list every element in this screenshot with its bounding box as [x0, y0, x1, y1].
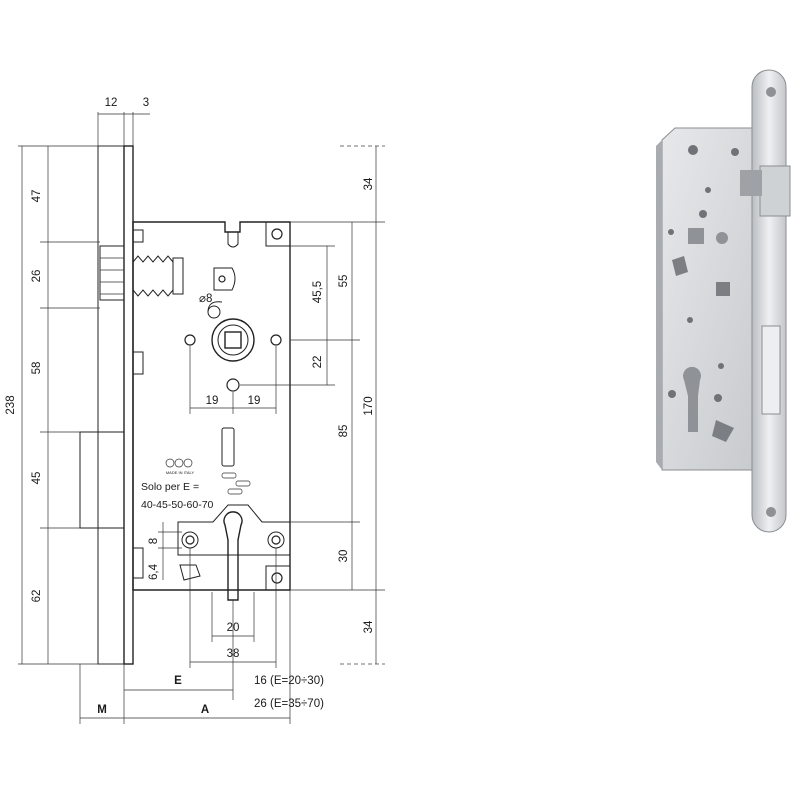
- case-screw-bottom: [265, 565, 291, 591]
- indicator-slot: [235, 480, 251, 487]
- dim-left-45: 45: [31, 472, 43, 485]
- dim-right-45-5: 45,5: [312, 281, 324, 303]
- key-hole: [226, 378, 240, 392]
- dim-left-47: 47: [31, 190, 43, 203]
- case-screw-top: [265, 221, 291, 247]
- spindle-hub: [207, 301, 255, 362]
- handle-screw-hole-left: [184, 334, 196, 346]
- photo-faceplate: [751, 69, 787, 533]
- dim-total-height: 238: [5, 395, 17, 414]
- dim-note-2: 26 (E=35÷70): [254, 698, 324, 710]
- lock-product-photo: [656, 69, 791, 533]
- dim-right-170: 170: [363, 396, 375, 415]
- dim-right-22: 22: [312, 356, 324, 369]
- lock-case: [132, 221, 291, 591]
- dim-right-85: 85: [338, 425, 350, 438]
- dim-spindle-hole: ⌀8: [199, 293, 212, 305]
- handle-screw-hole-right: [270, 334, 282, 346]
- dim-backset-a: A: [201, 704, 209, 716]
- dim-left-58: 58: [31, 362, 43, 375]
- dim-left-62: 62: [31, 590, 43, 603]
- indicator-slot: [227, 488, 243, 495]
- small-lever: [179, 564, 201, 581]
- dim-backset-e: E: [174, 675, 182, 687]
- deadbolt: [79, 431, 125, 529]
- photo-deadbolt: [761, 325, 781, 415]
- dim-faceplate-width: 12: [105, 97, 118, 109]
- dim-faceplate-m: M: [97, 704, 107, 716]
- solo-per-label: Solo per E =: [141, 481, 199, 493]
- faceplate-tab: [132, 351, 144, 375]
- made-in-text: MADE IN ITALY: [166, 470, 195, 475]
- cylinder-cutout: [177, 504, 291, 556]
- top-notch: [227, 232, 239, 248]
- dim-cylinder-offset: 6,4: [148, 563, 160, 580]
- dim-right-55: 55: [338, 275, 350, 288]
- dim-right-30: 30: [338, 550, 350, 563]
- dim-right-bottom-34: 34: [363, 620, 375, 633]
- dim-faceplate-thickness: 3: [143, 97, 149, 109]
- faceplate-inner: [97, 145, 125, 665]
- dim-spindle-right: 19: [248, 395, 261, 407]
- dim-right-top-34: 34: [363, 177, 375, 190]
- faceplate-tab: [132, 547, 144, 579]
- dim-left-26: 26: [31, 270, 43, 283]
- faceplate: [123, 145, 134, 665]
- dim-spindle-left: 19: [206, 395, 219, 407]
- slot: [221, 427, 235, 467]
- brand-logo: [165, 458, 193, 468]
- dim-note-1: 16 (E=20÷30): [254, 675, 324, 687]
- indicator-slot: [221, 472, 237, 479]
- photo-latch: [759, 165, 791, 217]
- faceplate-tab: [132, 229, 144, 243]
- tumbler: [213, 267, 236, 291]
- backset-values: 40-45-50-60-70: [141, 499, 214, 511]
- dim-cylinder-screw: 8: [148, 538, 160, 544]
- latch-bolt: [99, 245, 184, 301]
- euro-cylinder-profile: [223, 511, 243, 601]
